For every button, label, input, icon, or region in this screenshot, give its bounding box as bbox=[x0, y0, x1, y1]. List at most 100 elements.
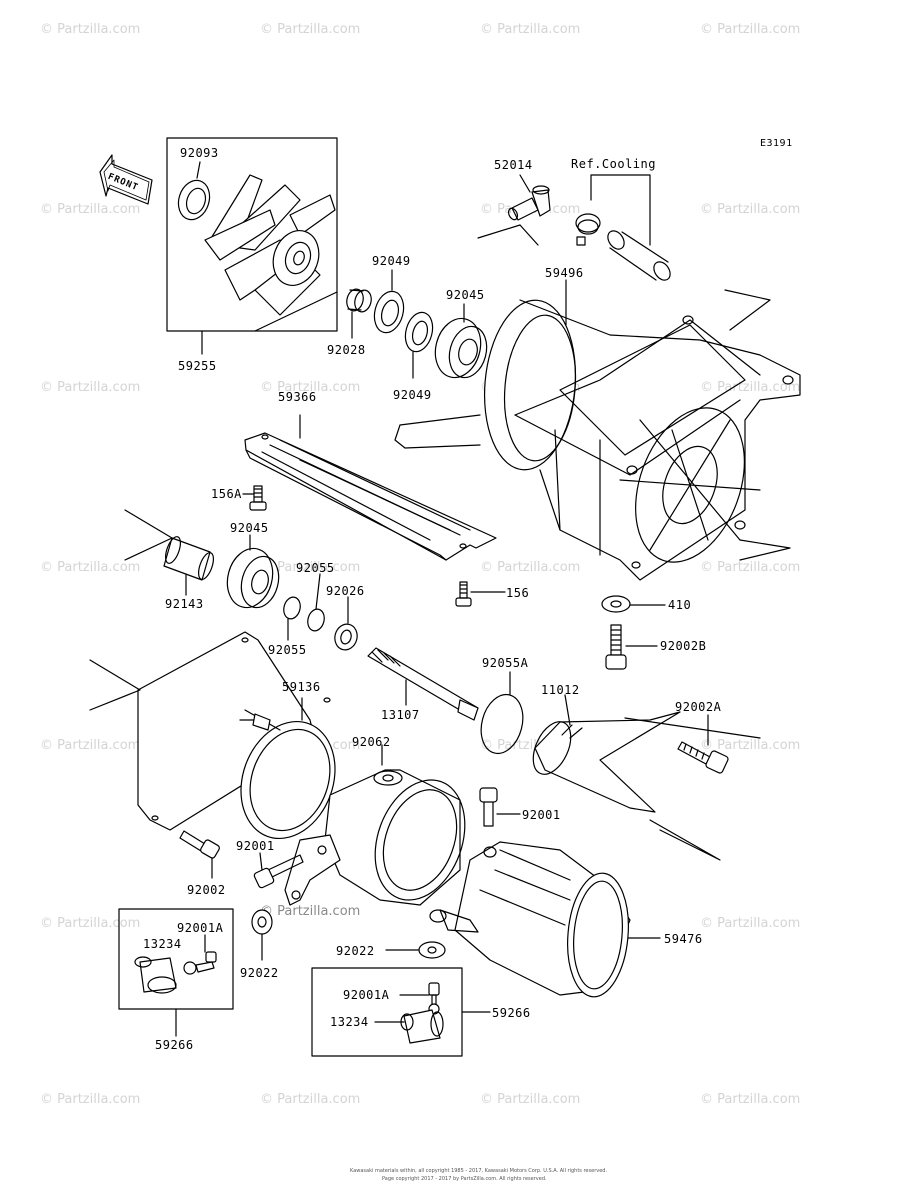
watermark: © Partzilla.com bbox=[40, 22, 141, 37]
part-label[interactable]: 92055 bbox=[296, 561, 335, 575]
part-label[interactable]: 59266 bbox=[155, 1038, 194, 1052]
part-label[interactable]: 92022 bbox=[336, 944, 375, 958]
hose-clamp-icon bbox=[575, 213, 601, 246]
bearing-92045-icon bbox=[434, 317, 488, 379]
washer-92022-icon bbox=[418, 941, 446, 959]
watermark: © Partzilla.com bbox=[40, 560, 141, 575]
bolt-92001-icon bbox=[479, 787, 498, 827]
part-label[interactable]: 13234 bbox=[330, 1015, 369, 1029]
part-label[interactable]: 92001A bbox=[177, 921, 224, 935]
part-label[interactable]: 92062 bbox=[352, 735, 391, 749]
watermark: © Partzilla.com bbox=[260, 380, 361, 395]
bolt-156-icon bbox=[455, 581, 472, 607]
ring-92093-icon bbox=[177, 179, 211, 221]
part-label[interactable]: 59266 bbox=[492, 1006, 531, 1020]
watermark: © Partzilla.com bbox=[480, 560, 581, 575]
front-label: FRONT bbox=[106, 172, 140, 194]
watermark: © Partzilla.com bbox=[700, 916, 801, 931]
cone-11012-icon bbox=[532, 711, 681, 813]
part-label[interactable]: 59366 bbox=[278, 390, 317, 404]
watermark: © Partzilla.com bbox=[700, 202, 801, 217]
watermark: © Partzilla.com bbox=[700, 560, 801, 575]
watermark: © Partzilla.com bbox=[700, 738, 801, 753]
part-label[interactable]: 92045 bbox=[446, 288, 485, 302]
part-label[interactable]: 59476 bbox=[664, 932, 703, 946]
bolt-92002B-icon bbox=[605, 624, 627, 670]
watermark: © Partzilla.com bbox=[480, 1092, 581, 1107]
part-label[interactable]: 92093 bbox=[180, 146, 219, 160]
copyright-line: Kawasaki materials within, all copyright… bbox=[350, 1168, 608, 1174]
seal-92049b-icon bbox=[404, 311, 434, 353]
front-arrow: FRONT bbox=[96, 150, 156, 210]
watermark: © Partzilla.com bbox=[40, 380, 141, 395]
o-ring-92055-icon bbox=[283, 596, 301, 620]
spacer-92028-icon bbox=[346, 288, 372, 313]
part-label[interactable]: 92002A bbox=[675, 700, 722, 714]
part-label[interactable]: 410 bbox=[668, 598, 692, 612]
part-label[interactable]: 92045 bbox=[230, 521, 269, 535]
part-label[interactable]: 59136 bbox=[282, 680, 321, 694]
part-label[interactable]: 92049 bbox=[393, 388, 432, 402]
collar-92026-icon bbox=[334, 623, 358, 651]
part-label[interactable]: 59496 bbox=[545, 266, 584, 280]
part-label[interactable]: 156 bbox=[506, 586, 530, 600]
part-label[interactable]: 92143 bbox=[165, 597, 204, 611]
watermark: © Partzilla.com bbox=[700, 380, 801, 395]
copyright-line: Page copyright 2017 - 2017 by PartsZilla… bbox=[382, 1176, 547, 1182]
bolt-92002-icon bbox=[179, 830, 220, 859]
ball-joint-13234b-icon bbox=[400, 1009, 444, 1044]
plate-59366-icon bbox=[244, 432, 497, 561]
part-label[interactable]: 92002 bbox=[187, 883, 226, 897]
ball-stud-92001A-b-icon bbox=[428, 982, 440, 1015]
deflector-59476-icon bbox=[429, 841, 631, 998]
diagram-code: E3191 bbox=[760, 138, 793, 149]
part-label[interactable]: 92001 bbox=[522, 808, 561, 822]
ball-joint-box-right bbox=[311, 967, 463, 1057]
seal-92049-icon bbox=[373, 290, 405, 334]
part-label[interactable]: 92049 bbox=[372, 254, 411, 268]
part-label[interactable]: 11012 bbox=[541, 683, 580, 697]
part-label[interactable]: 92002B bbox=[660, 639, 707, 653]
part-label[interactable]: 92001A bbox=[343, 988, 390, 1002]
part-label[interactable]: 92022 bbox=[240, 966, 279, 980]
part-label[interactable]: 92001 bbox=[236, 839, 275, 853]
part-label[interactable]: 156A bbox=[211, 487, 242, 501]
ball-stud-92001A-icon bbox=[183, 951, 217, 975]
part-label[interactable]: 13234 bbox=[143, 937, 182, 951]
watermark: © Partzilla.com bbox=[40, 738, 141, 753]
part-label[interactable]: 59255 bbox=[178, 359, 217, 373]
part-label[interactable]: 13107 bbox=[381, 708, 420, 722]
part-label[interactable]: 92028 bbox=[327, 343, 366, 357]
front-arrow-icon bbox=[99, 154, 153, 205]
part-label[interactable]: 92055A bbox=[482, 656, 529, 670]
washer-410-icon bbox=[601, 595, 631, 613]
impeller-icon bbox=[204, 174, 336, 316]
pump-case-59496-icon bbox=[394, 299, 801, 581]
watermark: © Partzilla.com bbox=[700, 1092, 801, 1107]
bolt-156A-icon bbox=[249, 485, 267, 511]
shaft-13107-icon bbox=[367, 647, 479, 721]
o-ring-92055b-icon bbox=[307, 608, 325, 632]
bolt-92001b-icon bbox=[253, 854, 304, 889]
steering-nozzle-92062-icon bbox=[284, 769, 466, 906]
o-ring-92055A-icon bbox=[480, 693, 524, 755]
watermark: © Partzilla.com bbox=[480, 22, 581, 37]
sleeve-92143-icon bbox=[163, 536, 214, 581]
ref-cooling-label: Ref.Cooling bbox=[571, 157, 656, 171]
watermark: © Partzilla.com bbox=[260, 904, 361, 919]
watermark: © Partzilla.com bbox=[40, 916, 141, 931]
watermark: © Partzilla.com bbox=[260, 560, 361, 575]
part-label[interactable]: 92026 bbox=[326, 584, 365, 598]
bolt-92002A-icon bbox=[677, 741, 729, 774]
bearing-92045b-icon bbox=[226, 547, 280, 609]
cooling-hose-icon bbox=[607, 230, 671, 281]
watermark: © Partzilla.com bbox=[260, 1092, 361, 1107]
watermark: © Partzilla.com bbox=[40, 1092, 141, 1107]
washer-92022b-icon bbox=[251, 909, 273, 935]
watermark: © Partzilla.com bbox=[40, 202, 141, 217]
part-label[interactable]: 52014 bbox=[494, 158, 533, 172]
part-label[interactable]: 92055 bbox=[268, 643, 307, 657]
impeller-group-box bbox=[166, 137, 338, 332]
nipple-52014-icon bbox=[507, 185, 551, 221]
